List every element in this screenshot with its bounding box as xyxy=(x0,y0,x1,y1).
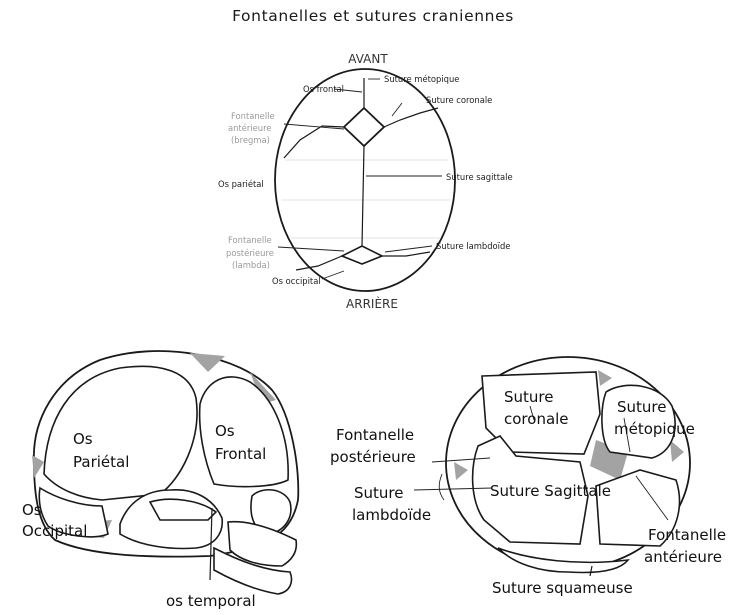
side-orbit xyxy=(250,489,292,535)
top-label-fontanelle-posterieure-3: (lambda) xyxy=(232,260,270,270)
top-label-fontanelle-posterieure-2: postérieure xyxy=(226,248,274,258)
side-label-os-parietal-2: Pariétal xyxy=(73,453,129,471)
side-fontanelle-mastoide xyxy=(32,455,44,478)
back-label-fontanelle-posterieure-1: Fontanelle xyxy=(336,426,414,444)
side-label-os-frontal-2: Frontal xyxy=(215,445,266,463)
side-os-occipital xyxy=(38,486,109,538)
top-label-suture-coronale: Suture coronale xyxy=(426,95,492,105)
top-fontanelle-posterieure xyxy=(340,245,384,265)
label-avant: AVANT xyxy=(348,52,388,66)
back-fontanelle-side-right xyxy=(670,440,684,462)
back-leader-suture-squameuse xyxy=(589,565,593,577)
back-label-fontanelle-posterieure-2: postérieure xyxy=(330,448,416,466)
back-os-frontal xyxy=(595,469,681,547)
top-fontanelle-anterieure xyxy=(342,106,386,148)
back-os-coronale xyxy=(481,371,601,455)
top-label-os-occipital: Os occipital xyxy=(272,276,321,286)
back-label-suture-coronale-1: Suture xyxy=(504,388,553,406)
back-os-parietal xyxy=(471,435,589,545)
back-label-suture-metopique-2: métopique xyxy=(614,420,695,438)
top-label-fontanelle-anterieure-2: antérieure xyxy=(228,123,272,133)
back-label-suture-sagittale: Suture Sagittale xyxy=(490,482,611,500)
side-view-skull: Os Pariétal Os Frontal Os Occipital os t… xyxy=(22,350,300,610)
back-fontanelle-side-left xyxy=(454,462,468,480)
top-skull-outline xyxy=(274,68,456,292)
diagram-title: Fontanelles et sutures craniennes xyxy=(232,7,514,25)
side-label-os-temporal: os temporal xyxy=(166,592,256,610)
top-label-suture-lambdoide: Suture lambdoïde xyxy=(436,241,510,251)
side-maxilla xyxy=(227,520,298,567)
top-label-suture-metopique: Suture métopique xyxy=(384,74,459,84)
side-label-os-occipital-1: Os xyxy=(22,501,42,519)
back-label-suture-lambdoide-1: Suture xyxy=(354,484,403,502)
back-label-suture-coronale-2: coronale xyxy=(504,410,569,428)
back-fontanelle-top xyxy=(598,370,612,386)
top-label-fontanelle-anterieure-1: Fontanelle xyxy=(231,111,275,121)
top-suture-lambdoide-left xyxy=(295,255,343,271)
side-fontanelle-frontale xyxy=(250,372,276,404)
top-label-fontanelle-anterieure-3: (bregma) xyxy=(231,135,270,145)
top-suture-lambdoide-right xyxy=(382,251,431,257)
side-leader-os-temporal xyxy=(209,507,213,581)
top-view-skull: AVANT ARRIÈRE Os frontal xyxy=(218,52,513,311)
top-label-os-frontal: Os frontal xyxy=(303,84,344,94)
side-fontanelle-anterieure xyxy=(190,353,225,372)
side-os-frontal xyxy=(198,376,289,488)
top-suture-sagittale xyxy=(361,145,365,247)
back-view-skull: Suture coronale Suture métopique Fontane… xyxy=(330,356,726,597)
side-mandible xyxy=(213,546,293,595)
back-os-metopique xyxy=(601,384,676,459)
back-bracket xyxy=(438,473,445,501)
back-label-fontanelle-anterieure-2: antérieure xyxy=(644,548,722,566)
side-label-os-parietal-1: Os xyxy=(73,430,93,448)
top-label-os-parietal: Os pariétal xyxy=(218,179,264,189)
top-skull-texture xyxy=(282,159,450,239)
label-arriere: ARRIÈRE xyxy=(346,296,398,311)
back-label-suture-squameuse: Suture squameuse xyxy=(492,579,633,597)
top-suture-coronale-left xyxy=(283,125,345,159)
side-os-parietal xyxy=(43,365,198,501)
back-label-suture-lambdoide-2: lambdoïde xyxy=(352,506,431,524)
top-label-suture-sagittale: Suture sagittale xyxy=(446,172,513,182)
top-suture-coronale-right xyxy=(383,107,439,128)
top-label-fontanelle-posterieure-1: Fontanelle xyxy=(228,235,272,245)
side-temporal-squama xyxy=(148,498,218,521)
side-label-os-frontal-1: Os xyxy=(215,422,235,440)
back-label-fontanelle-anterieure-1: Fontanelle xyxy=(648,526,726,544)
back-os-squameux xyxy=(497,547,630,574)
back-label-suture-metopique-1: Suture xyxy=(617,398,666,416)
side-label-os-occipital-2: Occipital xyxy=(22,522,87,540)
